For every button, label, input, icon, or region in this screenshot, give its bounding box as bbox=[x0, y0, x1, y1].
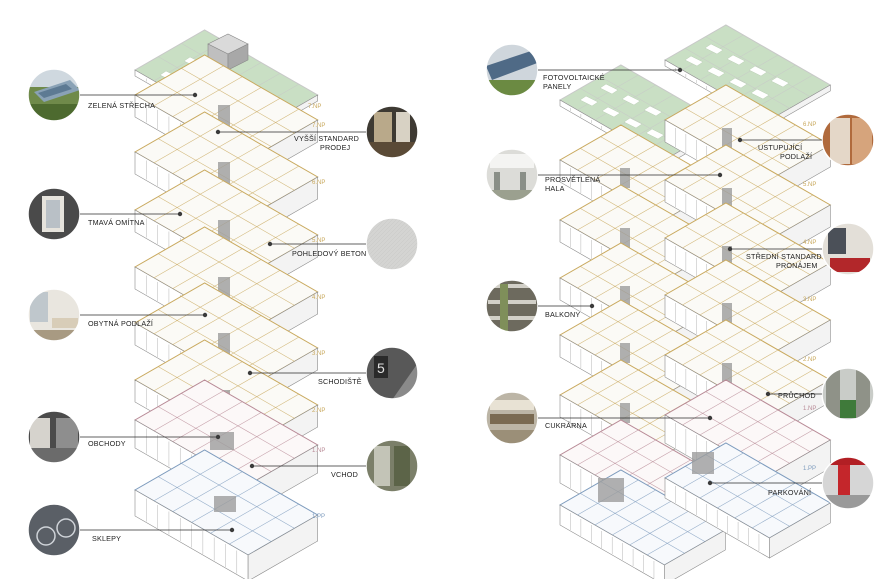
callout-label: OBCHODY bbox=[88, 439, 126, 448]
callout-vyssi-standard: VYŠŠÍ STANDARD PRODEJ bbox=[215, 105, 419, 159]
callout-label: PRODEJ bbox=[320, 143, 351, 152]
bicycle-storage-photo bbox=[28, 504, 80, 556]
callout-label: USTUPUJÍCÍ bbox=[758, 143, 802, 152]
floor-tag: 5.NP bbox=[803, 182, 816, 188]
callout-label: BALKONY bbox=[545, 310, 580, 319]
green-roof-photo bbox=[28, 69, 80, 121]
floor-tag: 4.NP bbox=[312, 295, 325, 301]
concrete-texture bbox=[366, 218, 418, 270]
entrance-photo bbox=[366, 440, 418, 492]
callout-label: FOTOVOLTAICKÉ bbox=[543, 73, 605, 82]
callout-obytna-podlazi: OBYTNÁ PODLAŽÍ bbox=[27, 288, 208, 342]
floor-tag: 3.NP bbox=[312, 351, 325, 357]
floor-tag: 1.PP bbox=[803, 466, 816, 472]
callout-tmava-omitna: TMAVÁ OMÍTNA bbox=[27, 187, 183, 241]
callout-label: STŘEDNÍ STANDARD bbox=[746, 252, 822, 261]
callout-cukrarna: CUKRÁRNA bbox=[485, 391, 713, 445]
callout-pohledovy-beton: POHLEDOVÝ BETON bbox=[267, 217, 419, 271]
window-photo bbox=[28, 188, 80, 240]
right-building-axonometric: 6.NP 5.NP 4.NP 3.NP 2.NP 1.NP 1.PP bbox=[558, 24, 832, 579]
callout-label: VCHOD bbox=[331, 470, 358, 479]
callout-obchody: OBCHODY bbox=[27, 410, 221, 464]
callout-label: TMAVÁ OMÍTNA bbox=[88, 218, 145, 227]
floor-basement-right: 1.PP bbox=[558, 442, 832, 579]
callout-label: CUKRÁRNA bbox=[545, 421, 587, 430]
terrace-photo bbox=[822, 114, 874, 166]
callout-label: PROSVĚTLENÁ bbox=[545, 175, 600, 184]
callout-ustupujici-podlazi: USTUPUJÍCÍ PODLAŽÍ bbox=[737, 113, 875, 167]
cafe-photo bbox=[486, 392, 538, 444]
floor-tag: 2.NP bbox=[803, 357, 816, 363]
parking-photo bbox=[822, 457, 874, 509]
floor-tag: 1.PP bbox=[312, 514, 325, 520]
callout-label: PANELY bbox=[543, 82, 572, 91]
floor-tag: 6.NP bbox=[312, 180, 325, 186]
callout-label: ZELENÁ STŘECHA bbox=[88, 101, 155, 110]
rental-interior-photo bbox=[822, 223, 874, 275]
callout-label: SKLEPY bbox=[92, 534, 121, 543]
callout-label: OBYTNÁ PODLAŽÍ bbox=[88, 319, 153, 328]
solar-panels-photo bbox=[486, 44, 538, 96]
callout-label: HALA bbox=[545, 184, 565, 193]
callout-stredni-standard: STŘEDNÍ STANDARD PRONÁJEM bbox=[727, 222, 875, 276]
shop-photo bbox=[28, 411, 80, 463]
hall-photo bbox=[486, 149, 538, 201]
floor-tag: 3.NP bbox=[803, 297, 816, 303]
floor-tag: 1.NP bbox=[312, 448, 325, 454]
floor-basement: 1.PP bbox=[133, 449, 325, 579]
floor-tag: 4.NP bbox=[803, 240, 816, 246]
living-room-photo bbox=[28, 289, 80, 341]
staircase-photo: 5 bbox=[366, 347, 418, 399]
callout-label: PODLAŽÍ bbox=[780, 152, 812, 161]
interior-photo bbox=[366, 106, 418, 158]
floor-tag: 7.NP bbox=[308, 104, 321, 110]
floor-tag: 7.NP bbox=[312, 123, 325, 129]
floor-tag: 5.NP bbox=[312, 238, 325, 244]
callout-label: PRONÁJEM bbox=[776, 261, 818, 270]
callout-label: PARKOVÁNÍ bbox=[768, 488, 811, 497]
left-building-axonometric: 7.NP 7.NP 6.NP 5.NP 4.NP 3.NP 2.NP 1.NP 1.PP bbox=[133, 29, 325, 579]
balcony-photo bbox=[486, 280, 538, 332]
callout-parkovani: PARKOVÁNÍ bbox=[707, 456, 875, 510]
passage-photo bbox=[822, 368, 874, 420]
floor-tag: 6.NP bbox=[803, 122, 816, 128]
callout-label: SCHODIŠTĚ bbox=[318, 377, 362, 386]
floor-tag: 1.NP bbox=[803, 406, 816, 412]
callout-fotovoltaicke-panely: FOTOVOLTAICKÉ PANELY bbox=[485, 43, 683, 97]
callout-label: VYŠŠÍ STANDARD bbox=[294, 134, 359, 143]
callout-prosvetlena-hala: PROSVĚTLENÁ HALA bbox=[485, 148, 723, 202]
floor-tag: 2.NP bbox=[312, 408, 325, 414]
svg-text:5: 5 bbox=[377, 360, 385, 376]
callout-sklepy: SKLEPY bbox=[27, 503, 235, 557]
callout-pruchod: PRŮCHOD bbox=[765, 367, 875, 421]
callout-balkony: BALKONY bbox=[485, 279, 595, 333]
callout-zelena-strecha: ZELENÁ STŘECHA bbox=[27, 68, 198, 122]
callout-label: PRŮCHOD bbox=[778, 391, 816, 400]
callout-vchod: VCHOD bbox=[249, 439, 419, 493]
callout-label: POHLEDOVÝ BETON bbox=[292, 249, 366, 258]
